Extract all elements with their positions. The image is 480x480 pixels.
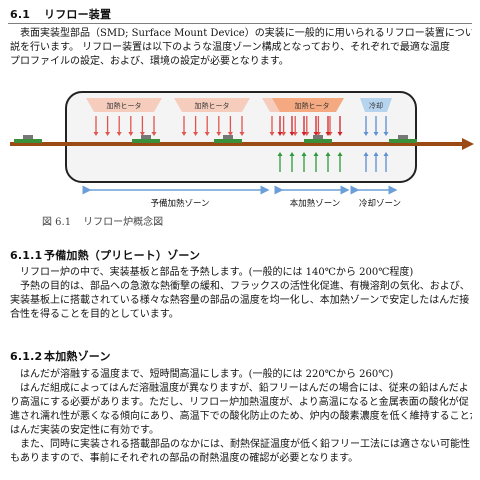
cool-arrow-down xyxy=(383,116,389,136)
cool-arrow-up xyxy=(383,152,389,172)
heat-arrow-up xyxy=(337,152,343,172)
conveyor-arrowhead xyxy=(462,138,474,150)
cool-arrow-down xyxy=(373,116,379,136)
paragraph-line: 予熱の目的は、部品への急激な熱衝撃の緩和、フラックスの活性化促進、有機溶剤の気化… xyxy=(20,281,470,292)
heater-label: 加熱ヒータ xyxy=(295,101,330,110)
heat-arrow-up xyxy=(301,152,307,172)
section-title: 予備加熱（プリヒート）ゾーン xyxy=(44,249,201,262)
section-number: 6.1.2 xyxy=(10,350,43,363)
pcb-boards xyxy=(14,135,417,143)
cool-zone-label: 冷却ゾーン xyxy=(359,198,401,209)
heat-arrow-up xyxy=(325,152,331,172)
main-zone-marker: 本加熱ゾーン xyxy=(274,185,350,209)
heat-arrow-down xyxy=(227,116,233,136)
paragraph-line: 表面実装型部品（SMD; Surface Mount Device）の実装に一般… xyxy=(20,28,472,39)
paragraph-line: 実装基板上に搭載されている様々な熱容量の部品の温度を均一化し、本加熱ゾーンで安定… xyxy=(10,295,470,306)
heat-arrow-down xyxy=(277,116,283,136)
section-number: 6.1 xyxy=(10,8,31,21)
paragraph-line: リフロー炉の中で、実装基板と部品を予熱します。(一般的には 140℃から 200… xyxy=(20,267,414,278)
section-title: 本加熱ゾーン xyxy=(44,350,111,363)
heat-arrow-down xyxy=(105,116,111,136)
heat-arrow-down xyxy=(181,116,187,136)
heat-arrow-down xyxy=(193,116,199,136)
cool-arrow-up xyxy=(373,152,379,172)
paragraph-line: はんだが溶融する温度まで、短時間高温にします。(一般的には 220℃から 260… xyxy=(20,369,394,380)
heat-arrow-down xyxy=(93,116,99,136)
figure-title: リフロー炉概念図 xyxy=(83,217,164,228)
heat-arrow-down xyxy=(204,116,210,136)
paragraph-line: また、同時に実装される搭載部品のなかには、耐熱保証温度が低く鉛フリー工法には適さ… xyxy=(20,439,470,450)
main-heater: 加熱ヒータ xyxy=(272,98,344,112)
cool-arrow-down xyxy=(363,116,369,136)
heat-up-arrows xyxy=(277,152,389,172)
cooling-label: 冷却 xyxy=(369,101,383,110)
reflow-oven-diagram: 加熱ヒータ 加熱ヒータ 加熱ヒータ 加熱ヒータ 冷却 予備加熱ゾーン 本加熱ゾー… xyxy=(10,91,474,209)
heat-arrow-down xyxy=(216,116,222,136)
preheat-zone-marker: 予備加熱ゾーン xyxy=(82,185,270,209)
section-6-1-paragraph: 表面実装型部品（SMD; Surface Mount Device）の実装に一般… xyxy=(10,27,472,69)
heat-arrow-down xyxy=(301,116,307,136)
heater-label: 加熱ヒータ xyxy=(107,101,142,110)
figure-number: 図 6.1 xyxy=(42,217,72,228)
heat-arrow-down xyxy=(151,116,157,136)
heading-divider xyxy=(8,23,472,24)
heat-arrow-down xyxy=(239,116,245,136)
heat-arrow-up xyxy=(313,152,319,172)
pcb-board xyxy=(14,135,42,143)
cool-zone-marker: 冷却ゾーン xyxy=(350,185,401,209)
heat-arrow-down xyxy=(313,116,319,136)
section-title: リフロー装置 xyxy=(44,8,112,21)
pcb-board xyxy=(389,135,417,143)
heat-arrow-down xyxy=(337,116,343,136)
paragraph-line: はんだ組成によってはんだ溶融温度が異なりますが、鉛フリーはんだの場合には、従来の… xyxy=(20,383,469,394)
heater-label: 加熱ヒータ xyxy=(195,101,230,110)
preheat-zone-label: 予備加熱ゾーン xyxy=(150,198,209,209)
paragraph-line: はんだ実装の安定性に有効です。 xyxy=(10,425,159,436)
cool-arrow-up xyxy=(363,152,369,172)
pcb-board xyxy=(214,135,242,143)
section-6-1-1-paragraph: リフロー炉の中で、実装基板と部品を予熱します。(一般的には 140℃から 200… xyxy=(10,266,472,322)
heat-arrow-up xyxy=(277,152,283,172)
main-zone-label: 本加熱ゾーン xyxy=(290,198,341,209)
pcb-board xyxy=(304,135,332,143)
preheat-heater-1: 加熱ヒータ xyxy=(86,98,162,112)
paragraph-line: 進され濡れ性が悪くなる傾向にあり、高温下での酸化防止のため、炉内の酸素濃度を低く… xyxy=(10,411,472,422)
preheat-heater-2: 加熱ヒータ xyxy=(174,98,250,112)
section-6-1-heading: 6.1 リフロー装置 xyxy=(10,6,111,22)
paragraph-line: 合性を得ることを目的としています。 xyxy=(10,309,179,320)
heat-arrow-down xyxy=(325,116,331,136)
section-6-1-2-paragraph: はんだが溶融する温度まで、短時間高温にします。(一般的には 220℃から 260… xyxy=(10,368,472,466)
figure-caption: 図 6.1 リフロー炉概念図 xyxy=(42,213,175,228)
paragraph-line: り高温にする必要があります。ただし、リフロー炉加熱温度が、より高温になると金属表… xyxy=(10,397,469,408)
heat-arrow-down xyxy=(269,116,275,136)
heat-arrow-down xyxy=(139,116,145,136)
heat-arrow-down xyxy=(292,116,298,136)
heat-arrow-down xyxy=(289,116,295,136)
heat-arrow-up xyxy=(289,152,295,172)
paragraph-line: 説を行います。 リフロー装置は以下のような温度ゾーン構成となっており、それぞれで… xyxy=(10,42,450,53)
heat-down-arrows xyxy=(93,116,389,136)
paragraph-line: もありますので、事前にそれぞれの部品の耐熱温度の確認が必要となります。 xyxy=(10,453,359,464)
heat-arrow-down xyxy=(116,116,122,136)
paragraph-line: プロファイルの設定、および、環境の設定が必要となります。 xyxy=(10,56,289,67)
cooling-unit: 冷却 xyxy=(360,98,392,112)
heat-arrow-down xyxy=(281,116,287,136)
heat-arrow-down xyxy=(128,116,134,136)
pcb-board xyxy=(132,135,160,143)
section-number: 6.1.1 xyxy=(10,249,43,262)
